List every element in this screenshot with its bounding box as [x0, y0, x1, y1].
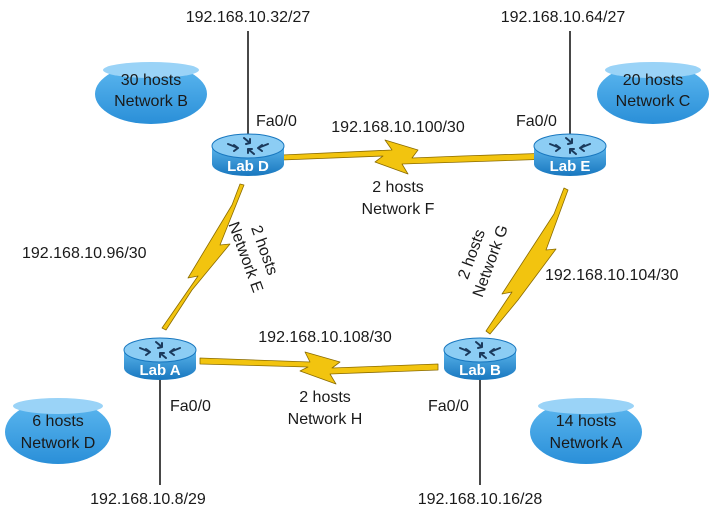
wan-label-network-h: 2 hosts Network H: [288, 389, 363, 428]
network-h-hosts: 2 hosts: [299, 389, 351, 406]
address-link-a-b: 192.168.10.108/30: [258, 329, 392, 346]
router-lab-a: Lab A: [123, 337, 197, 381]
router-lab-a-label: Lab A: [139, 362, 180, 379]
network-a-name: Network A: [550, 435, 623, 452]
wan-label-network-f: 2 hosts Network F: [362, 179, 435, 218]
router-lab-e: Lab E: [533, 133, 607, 177]
lan-cloud-network-a: 14 hosts Network A: [530, 398, 642, 464]
router-lab-e-label: Lab E: [550, 158, 591, 175]
network-f-hosts: 2 hosts: [372, 179, 424, 196]
network-d-name: Network D: [21, 435, 96, 452]
address-lab-e-lan: 192.168.10.64/27: [501, 9, 626, 26]
lan-cloud-network-b: 30 hosts Network B: [95, 62, 207, 124]
lan-cloud-network-d: 6 hosts Network D: [5, 398, 111, 464]
network-f-name: Network F: [362, 201, 435, 218]
lan-cloud-network-c: 20 hosts Network C: [597, 62, 709, 124]
wan-label-network-g: 2 hosts Network G: [455, 223, 512, 300]
wan-label-network-e: 2 hosts Network E: [224, 220, 280, 295]
address-link-e-b: 192.168.10.104/30: [545, 267, 679, 284]
router-lab-d-label: Lab D: [227, 158, 269, 175]
interface-lab-b: Fa0/0: [428, 398, 469, 415]
ethernet-links: [159, 31, 571, 485]
network-b-name: Network B: [114, 93, 188, 110]
serial-link-d-a: [161, 183, 245, 331]
address-link-d-e: 192.168.10.100/30: [331, 119, 465, 136]
serial-link-a-b: [199, 351, 439, 385]
network-a-hosts: 14 hosts: [556, 413, 616, 430]
interface-lab-e: Fa0/0: [516, 113, 557, 130]
interface-lab-a: Fa0/0: [170, 398, 211, 415]
network-c-hosts: 20 hosts: [623, 72, 683, 89]
network-h-name: Network H: [288, 411, 363, 428]
network-d-hosts: 6 hosts: [32, 413, 84, 430]
serial-link-e-b: [485, 187, 569, 335]
router-lab-b: Lab B: [443, 337, 517, 381]
address-lab-b-lan: 192.168.10.16/28: [418, 491, 543, 508]
interface-lab-d: Fa0/0: [256, 113, 297, 130]
address-lab-a-lan: 192.168.10.8/29: [90, 491, 206, 508]
network-b-hosts: 30 hosts: [121, 72, 181, 89]
network-c-name: Network C: [616, 93, 691, 110]
router-lab-d: Lab D: [211, 133, 285, 177]
serial-link-d-e: [281, 139, 553, 175]
router-lab-b-label: Lab B: [459, 362, 501, 379]
address-link-d-a: 192.168.10.96/30: [22, 245, 147, 262]
address-lab-d-lan: 192.168.10.32/27: [186, 9, 311, 26]
